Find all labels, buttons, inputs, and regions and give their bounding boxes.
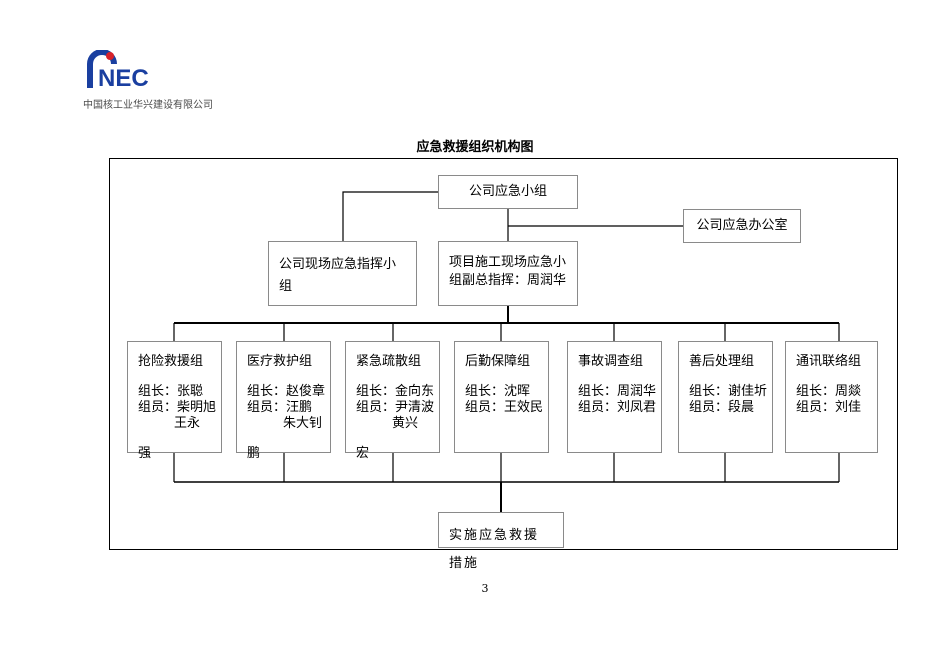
company-emergency-office: 公司应急办公室 (683, 209, 801, 243)
team-leader: 组长：张聪 (138, 384, 204, 399)
logo-text: NEC (98, 65, 149, 92)
team-leader: 组长：金向东 (356, 384, 435, 399)
implementation-box: 实施应急救援措施 (438, 512, 564, 571)
team-name: 医疗救护组 (247, 354, 313, 369)
company-name: 中国核工业华兴建设有限公司 (83, 100, 213, 111)
team-name: 紧急疏散组 (356, 354, 422, 369)
team-leader: 组长：周润华 (578, 384, 657, 399)
team-box: 善后处理组 组长：谢佳圻 组员：段晨 (678, 341, 773, 453)
team-leader: 组长：谢佳圻 (689, 384, 768, 399)
team-members: 组员：段晨 (689, 400, 755, 415)
team-members: 组员：刘凤君 (578, 400, 657, 415)
team-name: 善后处理组 (689, 354, 755, 369)
team-leader: 组长：沈晖 (465, 384, 531, 399)
team-members: 组员：刘佳 (796, 400, 862, 415)
team-members-cont: 黄兴 (392, 416, 419, 431)
team-box: 医疗救护组 组长：赵俊章 组员：汪鹏 朱大钊 鹏 (236, 341, 331, 461)
project-site-group: 项目施工现场应急小组副总指挥：周润华 (438, 241, 578, 306)
page-number: 3 (481, 582, 489, 595)
team-members: 组员：柴明旭 (138, 400, 217, 415)
team-box: 抢险救援组 组长：张聪 组员：柴明旭 王永 强 (127, 341, 222, 461)
team-name: 抢险救援组 (138, 354, 204, 369)
team-box: 后勤保障组 组长：沈晖 组员：王效民 (454, 341, 549, 453)
team-name: 通讯联络组 (796, 354, 862, 369)
team-leader: 组长：周燚 (796, 384, 862, 399)
site-command-group: 公司现场应急指挥小组 (268, 241, 417, 306)
chart-frame (109, 158, 898, 550)
team-members-cont: 王永 (174, 416, 201, 431)
nec-logo: NEC (87, 50, 149, 92)
team-box: 事故调查组 组长：周润华 组员：刘凤君 (567, 341, 662, 453)
team-leader: 组长：赵俊章 (247, 384, 326, 399)
document-title: 应急救援组织机构图 (416, 140, 534, 155)
team-members-tail: 宏 (356, 446, 370, 461)
company-emergency-group: 公司应急小组 (438, 175, 578, 209)
team-box: 紧急疏散组 组长：金向东 组员：尹清波 黄兴 宏 (345, 341, 440, 461)
team-name: 后勤保障组 (465, 354, 531, 369)
team-members: 组员：汪鹏 (247, 400, 313, 415)
team-members: 组员：王效民 (465, 400, 544, 415)
team-members-tail: 鹏 (247, 446, 261, 461)
team-members-cont: 朱大钊 (283, 416, 323, 431)
team-members: 组员：尹清波 (356, 400, 435, 415)
team-box: 通讯联络组 组长：周燚 组员：刘佳 (785, 341, 878, 453)
team-name: 事故调查组 (578, 354, 644, 369)
team-members-tail: 强 (138, 446, 152, 461)
